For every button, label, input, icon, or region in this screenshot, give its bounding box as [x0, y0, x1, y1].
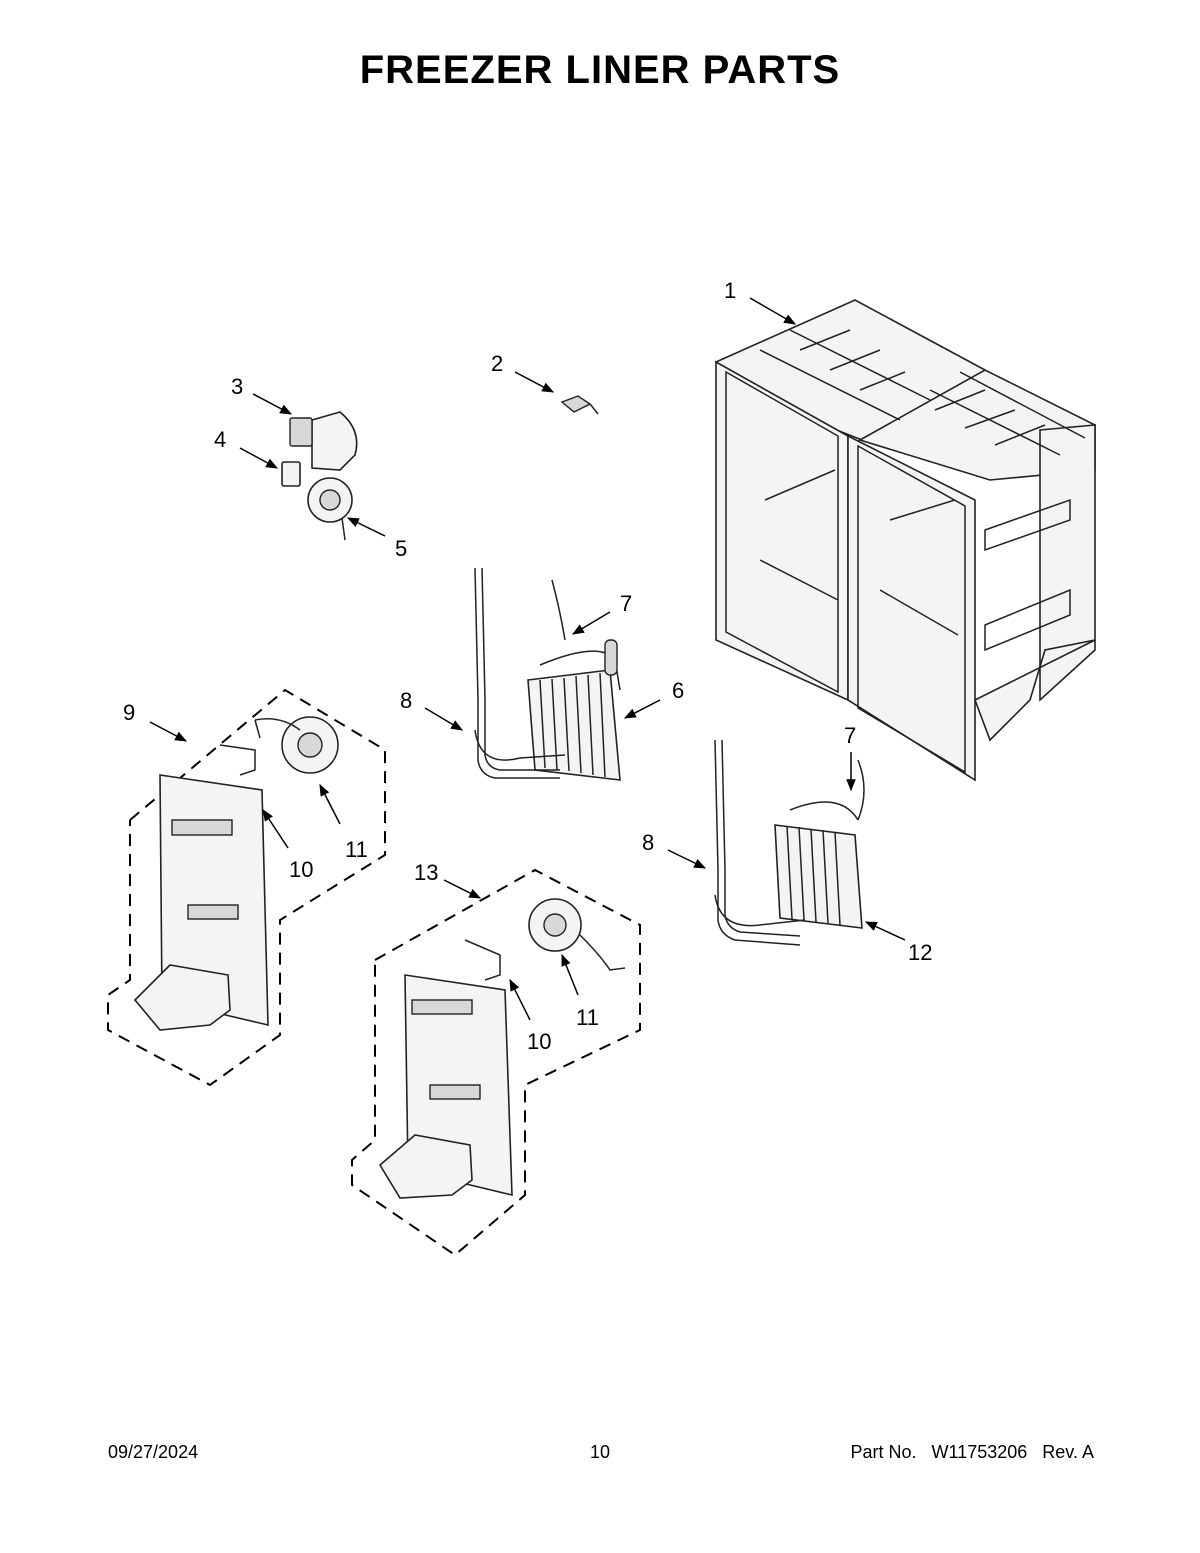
damper-assembly-part [281, 411, 358, 541]
callout-6: 6 [672, 678, 684, 703]
footer-part-number: W11753206 [931, 1442, 1028, 1462]
callout-10a: 10 [289, 857, 313, 882]
callout-11b: 11 [576, 1005, 599, 1030]
fan-assembly-9 [107, 688, 386, 1087]
callout-13: 13 [414, 860, 438, 885]
freezer-liner-part [714, 299, 1096, 782]
page-title: FREEZER LINER PARTS [359, 48, 841, 92]
callout-12: 12 [908, 940, 932, 965]
footer-date: 09/27/2024 [108, 1442, 199, 1462]
fan-assembly-13 [351, 868, 641, 1257]
footer-page-number: 10 [589, 1442, 611, 1462]
callout-7b: 7 [844, 723, 856, 748]
footer-part-info: Part No. W11753206 Rev. A [850, 1442, 1094, 1463]
callout-3: 3 [231, 374, 243, 399]
callout-1: 1 [724, 278, 736, 303]
callout-11a: 11 [345, 837, 368, 862]
sensor-part [560, 395, 599, 415]
callout-9: 9 [123, 700, 135, 725]
footer-part-label: Part No. [850, 1442, 917, 1462]
callout-5: 5 [395, 536, 407, 561]
defrost-heater-part-8b [714, 739, 806, 946]
callout-10b: 10 [527, 1029, 551, 1054]
callout-2: 2 [491, 351, 503, 376]
callout-labels: 1 2 3 4 5 6 7 7 8 8 9 10 10 11 11 12 13 [123, 278, 932, 1054]
defrost-heater-part-8a [474, 567, 566, 779]
callout-8a: 8 [400, 688, 412, 713]
callout-arrows [149, 297, 906, 1021]
callout-7a: 7 [620, 591, 632, 616]
callout-4: 4 [214, 427, 226, 452]
footer-revision: Rev. A [1042, 1442, 1094, 1462]
evaporator-part-12 [774, 759, 865, 929]
evaporator-part-6 [527, 579, 621, 781]
callout-8b: 8 [642, 830, 654, 855]
